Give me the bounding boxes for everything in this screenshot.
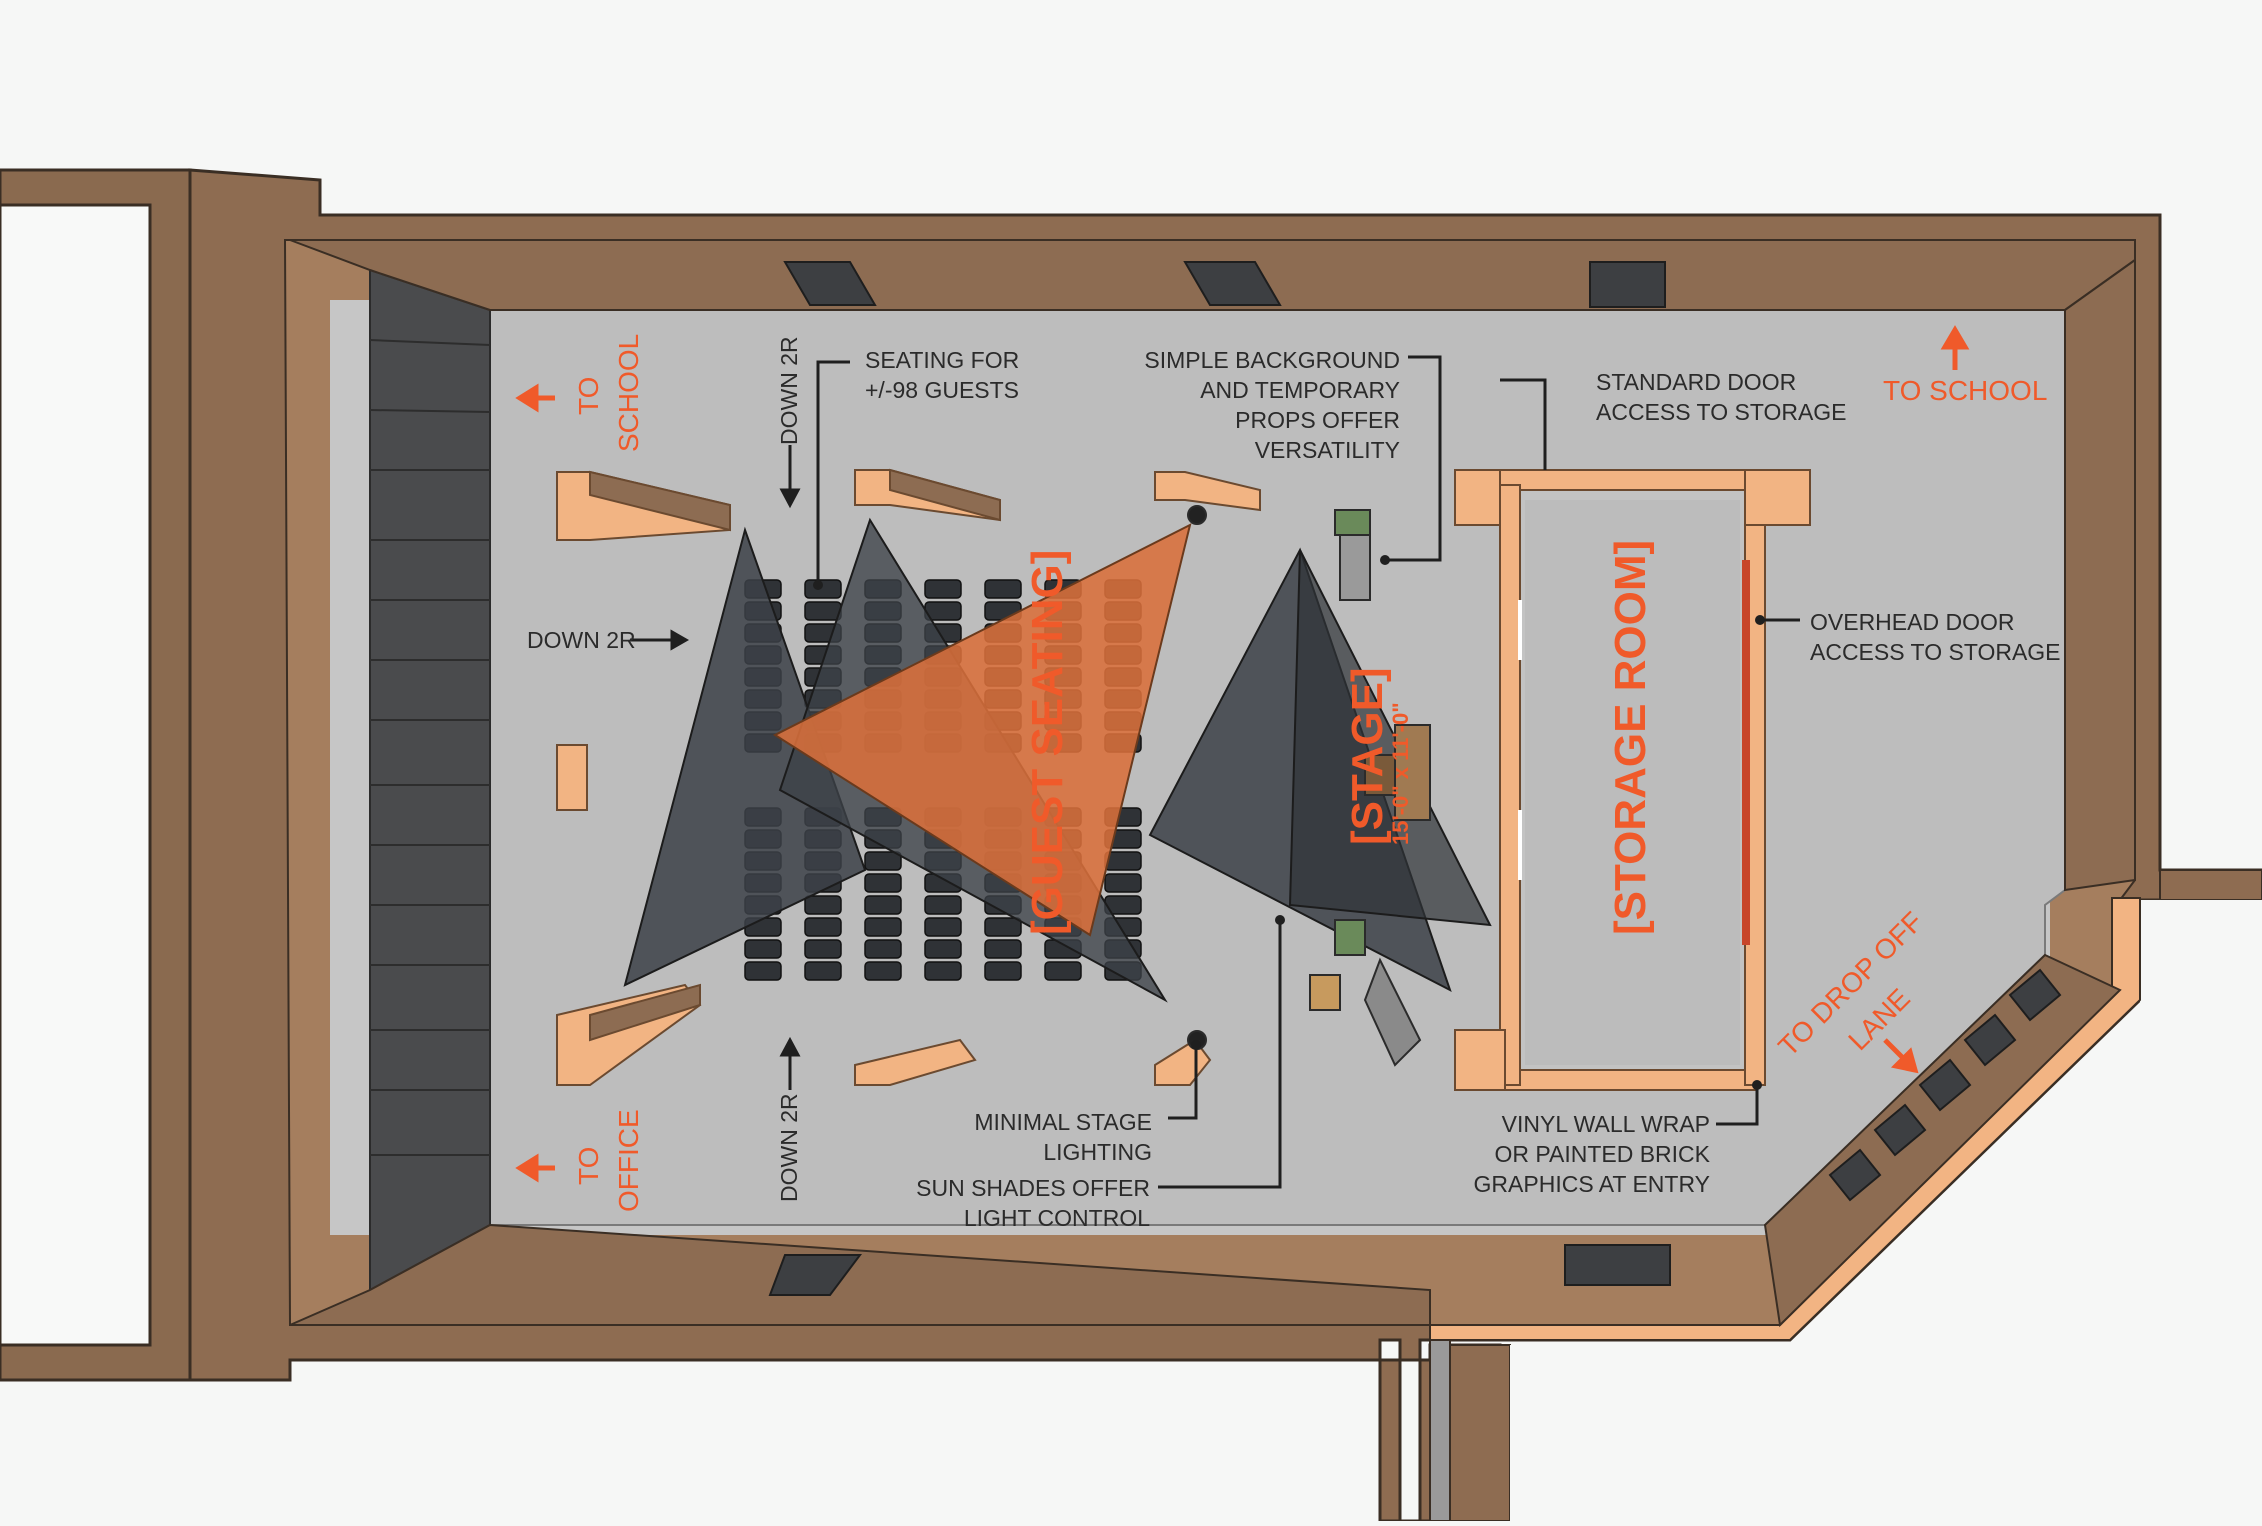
guest-chair (804, 961, 842, 981)
background-note-line4: VERSATILITY (1255, 437, 1400, 463)
to-office-line1: TO (573, 1147, 604, 1185)
seating-note-line2: +/-98 GUESTS (865, 377, 1019, 403)
guest-chair (864, 873, 902, 893)
guest-chair (984, 917, 1022, 937)
vinyl-note-line3: GRAPHICS AT ENTRY (1474, 1171, 1710, 1197)
guest-chair (804, 939, 842, 959)
step-arrows (630, 445, 801, 1090)
guest-chair (1044, 961, 1082, 981)
guest-chair (864, 917, 902, 937)
storage-room-label: [STORAGE ROOM] (1606, 540, 1655, 935)
background-note-line3: PROPS OFFER (1235, 407, 1400, 433)
down-2r-top: DOWN 2R (776, 336, 802, 445)
guest-chair (924, 939, 962, 959)
guest-chair (864, 939, 902, 959)
guest-chair (984, 961, 1022, 981)
guest-chair (864, 961, 902, 981)
down-2r-left: DOWN 2R (527, 627, 636, 653)
storage-room (1454, 469, 1811, 1091)
to-school-left-line1: TO (573, 377, 604, 415)
overhead-door-note-line1: OVERHEAD DOOR (1810, 609, 2014, 635)
seating-note-line1: SEATING FOR (865, 347, 1019, 373)
guest-chair (924, 917, 962, 937)
to-office-line2: OFFICE (613, 1109, 644, 1212)
stage-label: [STAGE] (1343, 667, 1392, 845)
windows (768, 261, 2062, 1296)
vinyl-note-line1: VINYL WALL WRAP (1502, 1111, 1710, 1137)
guest-chair (864, 851, 902, 871)
guest-chair (924, 961, 962, 981)
to-school-right-label: TO SCHOOL (1883, 375, 2047, 406)
guest-chair (804, 917, 842, 937)
planter-boxes (556, 468, 1261, 1086)
guest-chair (804, 895, 842, 915)
stage-dimensions: 15'-0" x 11'-0" (1388, 702, 1413, 845)
guest-chair (744, 939, 782, 959)
guest-chair (984, 579, 1022, 599)
guest-chair (804, 601, 842, 621)
guest-chair (924, 895, 962, 915)
guest-chair (984, 939, 1022, 959)
overhead-door-note-line2: ACCESS TO STORAGE (1810, 639, 2061, 665)
lighting-note-line2: LIGHTING (1043, 1139, 1152, 1165)
sun-shades-note-line1: SUN SHADES OFFER (916, 1175, 1150, 1201)
guest-chair (804, 579, 842, 599)
guest-seating-label: [GUEST SEATING] (1023, 550, 1072, 935)
guest-chair (744, 961, 782, 981)
guest-chair (924, 579, 962, 599)
lighting-note-line1: MINIMAL STAGE (974, 1109, 1152, 1135)
vinyl-note-line2: OR PAINTED BRICK (1494, 1141, 1710, 1167)
stage-props (1187, 505, 1431, 1067)
leader-lines (813, 355, 1800, 1189)
standard-door-note-line2: ACCESS TO STORAGE (1596, 399, 1847, 425)
down-2r-bottom: DOWN 2R (776, 1093, 802, 1202)
to-school-left-line2: SCHOOL (613, 334, 644, 452)
sun-shades (623, 517, 1492, 1003)
standard-door-note-line1: STANDARD DOOR (1596, 369, 1796, 395)
background-note-line2: AND TEMPORARY (1200, 377, 1400, 403)
sun-shades-note-line2: LIGHT CONTROL (964, 1205, 1150, 1231)
background-note-line1: SIMPLE BACKGROUND (1144, 347, 1400, 373)
guest-chair (1104, 873, 1142, 893)
direction-arrows (515, 325, 1970, 1183)
guest-chair (864, 895, 902, 915)
